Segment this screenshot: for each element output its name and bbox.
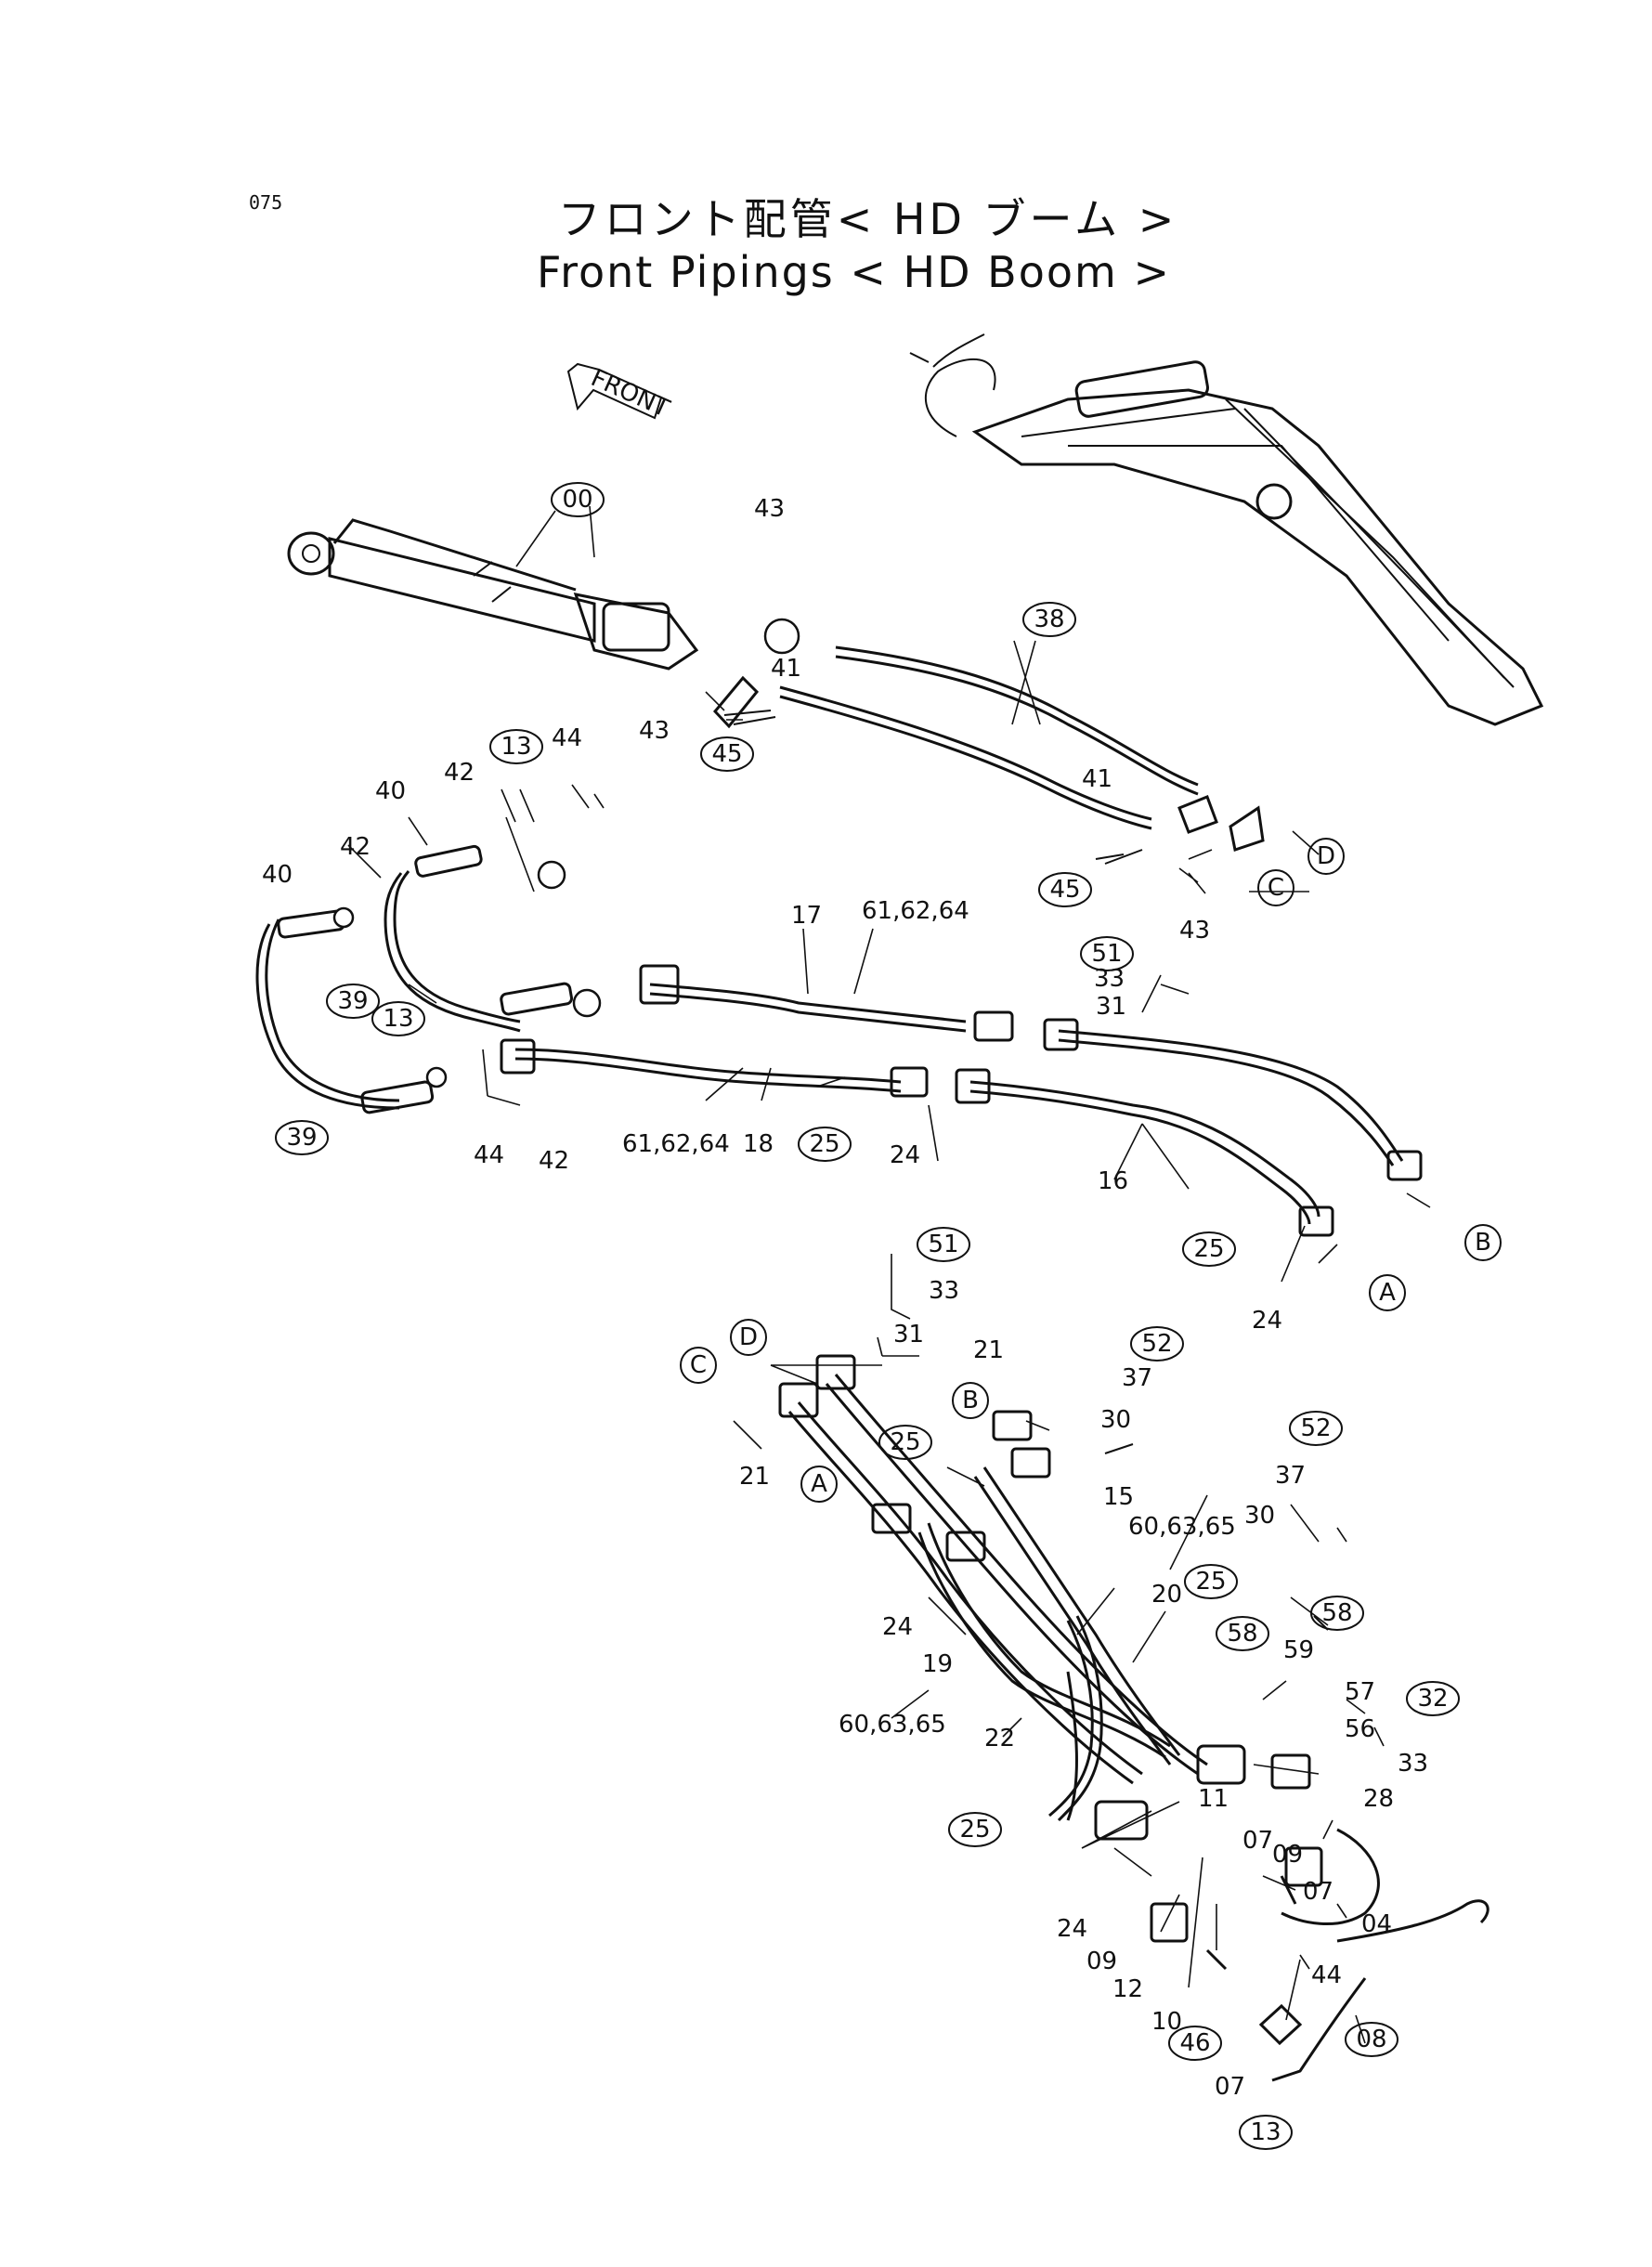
part-number-58: 58 [1227, 1620, 1257, 1648]
part-label: 41 [1082, 765, 1112, 793]
pipes-16-17-18-illustration [500, 964, 1423, 1237]
part-number-25: 25 [1195, 1568, 1226, 1596]
part-label: 31 [1096, 993, 1126, 1021]
part-label: 12 [1112, 1975, 1143, 2003]
boom-assembly-illustration [909, 333, 1544, 726]
part-number-13: 13 [383, 1005, 413, 1033]
part-number-51: 51 [928, 1231, 958, 1258]
part-label: 20 [1151, 1581, 1182, 1609]
part-label: 09 [1086, 1948, 1117, 1975]
title-japanese: フロント配管< HD ブーム > [557, 194, 1178, 244]
part-label: 42 [539, 1147, 569, 1175]
leader-lines [347, 505, 1431, 2044]
ref-letter-c: C [1268, 874, 1284, 902]
part-labels: 43 41 43 44 42 40 40 42 17 61,62,64 41 4… [262, 495, 1428, 2101]
part-number-00: 00 [562, 486, 592, 514]
ref-letter-c: C [690, 1351, 707, 1379]
part-number-38: 38 [1034, 606, 1064, 633]
front-arrow: FRONT [566, 362, 673, 423]
part-label: 07 [1303, 1878, 1333, 1906]
part-label: 60,63,65 [1128, 1513, 1236, 1541]
part-number-39: 39 [337, 987, 368, 1015]
part-number-25: 25 [1193, 1235, 1224, 1263]
part-label: 04 [1361, 1910, 1392, 1938]
part-number-45: 45 [711, 740, 742, 768]
part-number-39: 39 [286, 1124, 317, 1152]
part-label: 24 [1252, 1307, 1282, 1335]
part-number-13: 13 [501, 733, 531, 761]
part-label: 43 [1179, 917, 1210, 945]
circled-part-numbers: 00 38 45 45 13 13 39 39 51 51 25 25 25 2… [275, 482, 1460, 2150]
ref-letter-b: B [962, 1387, 979, 1414]
part-label: 44 [552, 724, 582, 752]
reference-letters: D C B A D C B A [680, 838, 1502, 1503]
part-label: 61,62,64 [862, 897, 969, 925]
part-label: 41 [771, 655, 801, 683]
part-label: 24 [882, 1613, 913, 1641]
part-label: 33 [929, 1277, 959, 1305]
part-label: 57 [1345, 1678, 1375, 1706]
part-label: 40 [375, 777, 406, 805]
part-label: 42 [340, 833, 371, 861]
part-label: 16 [1098, 1167, 1128, 1195]
ref-letter-a: A [811, 1470, 827, 1498]
part-label: 21 [973, 1336, 1004, 1364]
part-label: 28 [1363, 1785, 1394, 1813]
part-label: 44 [1311, 1961, 1342, 1989]
part-label: 33 [1094, 965, 1125, 993]
part-label: 07 [1215, 2073, 1245, 2101]
part-label: 40 [262, 861, 293, 889]
part-label: 22 [984, 1725, 1015, 1752]
boom-cylinder-illustration [287, 518, 699, 671]
title-english: Front Pipings < HD Boom > [536, 247, 1172, 297]
ref-letter-d: D [739, 1323, 758, 1351]
part-number-52: 52 [1300, 1414, 1331, 1442]
part-number-46: 46 [1179, 2029, 1210, 2057]
part-label: 09 [1272, 1841, 1303, 1869]
part-number-32: 32 [1417, 1685, 1448, 1713]
part-label: 60,63,65 [839, 1711, 946, 1739]
part-number-25: 25 [809, 1130, 839, 1158]
hose-39-40-illustration [255, 844, 602, 1114]
front-arrow-label: FRONT [587, 364, 673, 423]
part-label: 30 [1244, 1502, 1275, 1530]
part-label: 37 [1122, 1364, 1152, 1392]
part-label: 17 [791, 902, 822, 930]
part-label: 31 [893, 1321, 924, 1348]
part-label: 43 [754, 495, 785, 523]
part-label: 21 [739, 1463, 770, 1491]
part-number-25: 25 [959, 1816, 990, 1844]
ref-letter-d: D [1317, 842, 1335, 870]
part-label: 24 [890, 1141, 920, 1169]
part-label: 37 [1275, 1462, 1306, 1490]
part-number-25: 25 [890, 1428, 920, 1456]
ref-letter-b: B [1475, 1229, 1491, 1257]
part-label: 10 [1151, 2008, 1182, 2036]
part-number-08: 08 [1356, 2026, 1386, 2053]
part-number-58: 58 [1321, 1599, 1352, 1627]
page-number: 075 [249, 191, 283, 214]
part-label: 24 [1057, 1915, 1087, 1943]
part-number-52: 52 [1141, 1330, 1172, 1358]
part-label: 15 [1103, 1483, 1134, 1511]
part-label: 07 [1242, 1827, 1273, 1855]
part-label: 11 [1198, 1785, 1229, 1813]
part-label: 44 [474, 1141, 504, 1169]
hose-38-illustration [712, 618, 1265, 865]
part-label: 56 [1345, 1715, 1375, 1743]
part-number-51: 51 [1091, 940, 1122, 968]
part-label: 42 [444, 759, 475, 787]
part-number-13: 13 [1250, 2118, 1281, 2146]
part-label: 18 [743, 1130, 774, 1158]
ref-letter-a: A [1379, 1279, 1396, 1307]
part-label: 43 [639, 717, 670, 745]
part-label: 61,62,64 [622, 1130, 730, 1158]
part-label: 59 [1283, 1636, 1314, 1664]
part-label: 19 [922, 1650, 953, 1678]
part-number-45: 45 [1049, 876, 1080, 904]
part-label: 30 [1100, 1406, 1131, 1434]
part-label: 33 [1398, 1750, 1428, 1778]
ref-circle [1307, 838, 1345, 875]
